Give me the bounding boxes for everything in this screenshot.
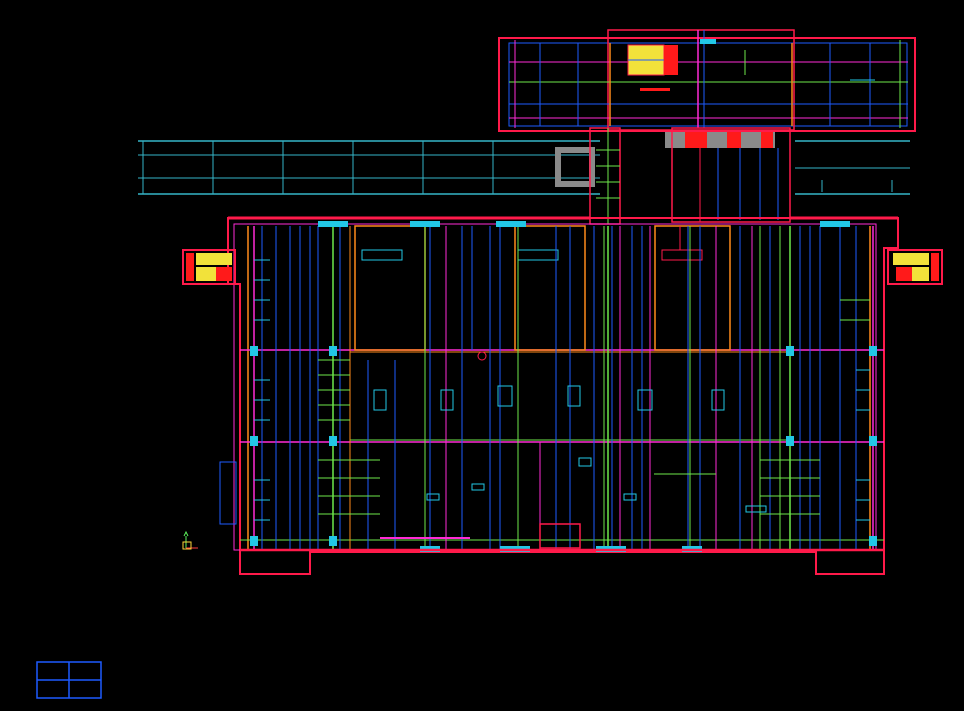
- viewcube-icon[interactable]: [36, 661, 102, 699]
- top-wing-outline: [498, 37, 916, 132]
- right-corridor: [795, 140, 910, 195]
- link-core: [589, 127, 791, 225]
- top-core-outline: [607, 29, 795, 131]
- gray-red-strip: [665, 132, 775, 148]
- main-building: [219, 39, 899, 575]
- top-wing: [498, 29, 916, 132]
- left-side-block: [182, 249, 236, 285]
- main-outline: [227, 217, 899, 575]
- ucs-axis-icon: [182, 530, 198, 550]
- top-wing-inner: [508, 42, 908, 127]
- left-corridor: [138, 140, 600, 195]
- right-side-block: [887, 249, 943, 285]
- corridor-gray-block: [555, 147, 595, 187]
